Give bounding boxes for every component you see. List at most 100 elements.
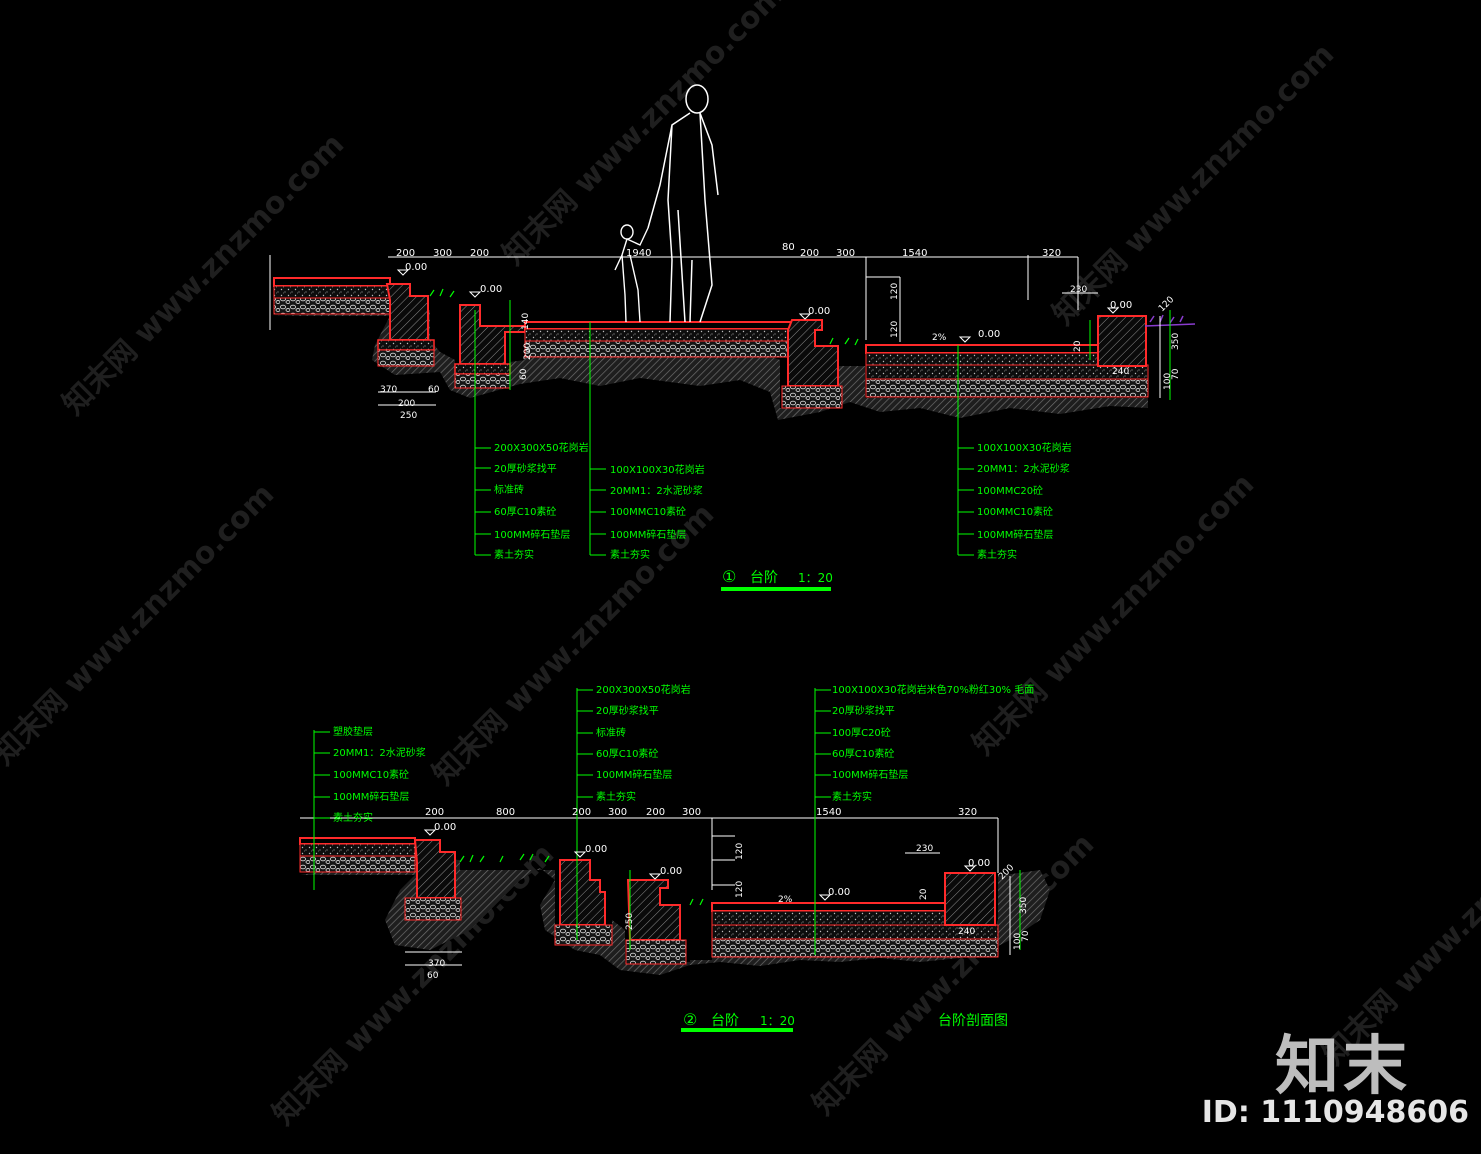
section-2-drawing <box>299 688 1050 1032</box>
human-figure-child <box>614 224 649 323</box>
material-note: 100MMC20砼 <box>977 484 1043 497</box>
curb-right-1 <box>1097 315 1147 367</box>
material-note: 标准砖 <box>494 483 524 496</box>
material-note: 素土夯实 <box>832 790 872 803</box>
dimension-label: 230 <box>916 844 933 854</box>
dimension-label: 1540 <box>816 807 841 818</box>
dimension-label: 800 <box>496 807 515 818</box>
level-label: 0.00 <box>405 262 427 273</box>
dimension-label: 350 <box>1019 897 1029 914</box>
dimension-label: 1540 <box>902 248 927 259</box>
dimension-label: 70 <box>1171 368 1181 380</box>
material-note: 20厚砂浆找平 <box>832 704 895 717</box>
dimension-label: 20 <box>919 888 929 900</box>
level-markers <box>396 269 1120 901</box>
leader-ticks-1 <box>475 447 974 556</box>
dimension-label: 250 <box>625 913 635 930</box>
level-label: 0.00 <box>808 306 830 317</box>
section-1-drawing <box>269 84 1196 591</box>
dimension-label: 60 <box>428 385 440 395</box>
soil-mass-1 <box>272 310 1148 420</box>
dimension-label: 230 <box>1070 285 1087 295</box>
paving-right-2 <box>711 902 949 912</box>
dimension-label: 300 <box>608 807 627 818</box>
dimension-label: 240 <box>1112 367 1129 377</box>
dimension-label: 200 <box>523 343 533 360</box>
soil-mass-2 <box>300 858 1050 975</box>
dimension-label: 320 <box>958 807 977 818</box>
paving-left-2 <box>299 837 416 845</box>
section-title: 台阶 <box>711 1013 739 1029</box>
dimension-label: 370 <box>428 959 445 969</box>
dimension-label: 1940 <box>626 248 651 259</box>
brand-logo: 知末 <box>1275 1030 1411 1104</box>
dimension-label: 120 <box>735 881 745 898</box>
dimension-label: 320 <box>1042 248 1061 259</box>
material-note: 素土夯实 <box>494 548 534 561</box>
dimension-label: 2% <box>778 895 793 905</box>
image-id-label: ID: 1110948606 <box>1201 1095 1469 1130</box>
dimension-label: 2% <box>932 333 947 343</box>
material-note: 素土夯实 <box>610 548 650 561</box>
level-label: 0.00 <box>434 822 456 833</box>
dimension-label: 370 <box>380 385 397 395</box>
material-note: 200X300X50花岗岩 <box>494 441 589 454</box>
level-label: 0.00 <box>480 284 502 295</box>
dimension-label: 250 <box>400 411 417 421</box>
material-note: 20厚砂浆找平 <box>596 704 659 717</box>
dimension-label: 200 <box>572 807 591 818</box>
dimension-label: 60 <box>519 368 529 380</box>
text-layer: 200 300 200 1940 80 200 300 1540 320 230 120 120 20 2… <box>333 242 1181 1029</box>
material-note: 100X100X30花岗岩 <box>977 441 1072 454</box>
dimension-label: 120 <box>1157 295 1176 314</box>
material-note: 100MM碎石垫层 <box>832 768 908 781</box>
material-note: 100MMC10素砼 <box>610 505 686 518</box>
material-note: 100MM碎石垫层 <box>610 528 686 541</box>
level-label: 0.00 <box>585 844 607 855</box>
material-note: 素土夯实 <box>333 811 373 824</box>
material-note: 20厚砂浆找平 <box>494 462 557 475</box>
material-note: 20MM1：2水泥砂浆 <box>977 462 1070 475</box>
material-note: 100MM碎石垫层 <box>596 768 672 781</box>
level-label: 0.00 <box>828 887 850 898</box>
paving-left-1 <box>273 277 391 287</box>
level-label: 0.00 <box>1110 300 1132 311</box>
material-note: 100MM碎石垫层 <box>494 528 570 541</box>
material-note: 素土夯实 <box>596 790 636 803</box>
material-note: 100MMC10素砼 <box>977 505 1053 518</box>
leader-ticks-2 <box>314 689 831 819</box>
material-note: 60厚C10素砼 <box>596 747 658 760</box>
dimension-label: 80 <box>782 242 795 253</box>
leader-lines-1 <box>474 300 1171 555</box>
curb-right-2 <box>944 872 996 926</box>
dimension-label: 20 <box>1073 340 1083 352</box>
dimension-label: 300 <box>836 248 855 259</box>
platform-mid-1 <box>524 321 796 330</box>
material-note: 60厚C10素砼 <box>494 505 556 518</box>
dimension-label: 60 <box>427 971 439 981</box>
dimension-label: 200 <box>470 248 489 259</box>
dimension-lines-1 <box>269 255 1161 406</box>
dimension-label: 200 <box>800 248 819 259</box>
material-note: 20MM1：2水泥砂浆 <box>610 484 703 497</box>
section-title: 台阶 <box>750 570 778 586</box>
material-note: 100X100X30花岗岩 <box>610 463 705 476</box>
dimension-label: 200 <box>398 399 415 409</box>
dimension-label: 120 <box>890 283 900 300</box>
dimension-label: 70 <box>1021 930 1031 942</box>
material-note: 100厚C20砼 <box>832 726 891 739</box>
level-label: 0.00 <box>660 866 682 877</box>
dimension-label: 300 <box>682 807 701 818</box>
human-figure-adult <box>647 84 719 323</box>
dimension-label: 350 <box>1171 333 1181 350</box>
material-note: 塑胶垫层 <box>333 725 373 738</box>
paving-right-1 <box>865 344 1099 354</box>
section-number: ② <box>683 1010 697 1029</box>
dimension-label: 200 <box>396 248 415 259</box>
material-note: 200X300X50花岗岩 <box>596 683 691 696</box>
material-note: 素土夯实 <box>977 548 1017 561</box>
section-scale: 1：20 <box>798 571 833 585</box>
material-note: 100MMC10素砼 <box>333 768 409 781</box>
material-note: 100MM碎石垫层 <box>333 790 409 803</box>
material-note: 20MM1：2水泥砂浆 <box>333 746 426 759</box>
